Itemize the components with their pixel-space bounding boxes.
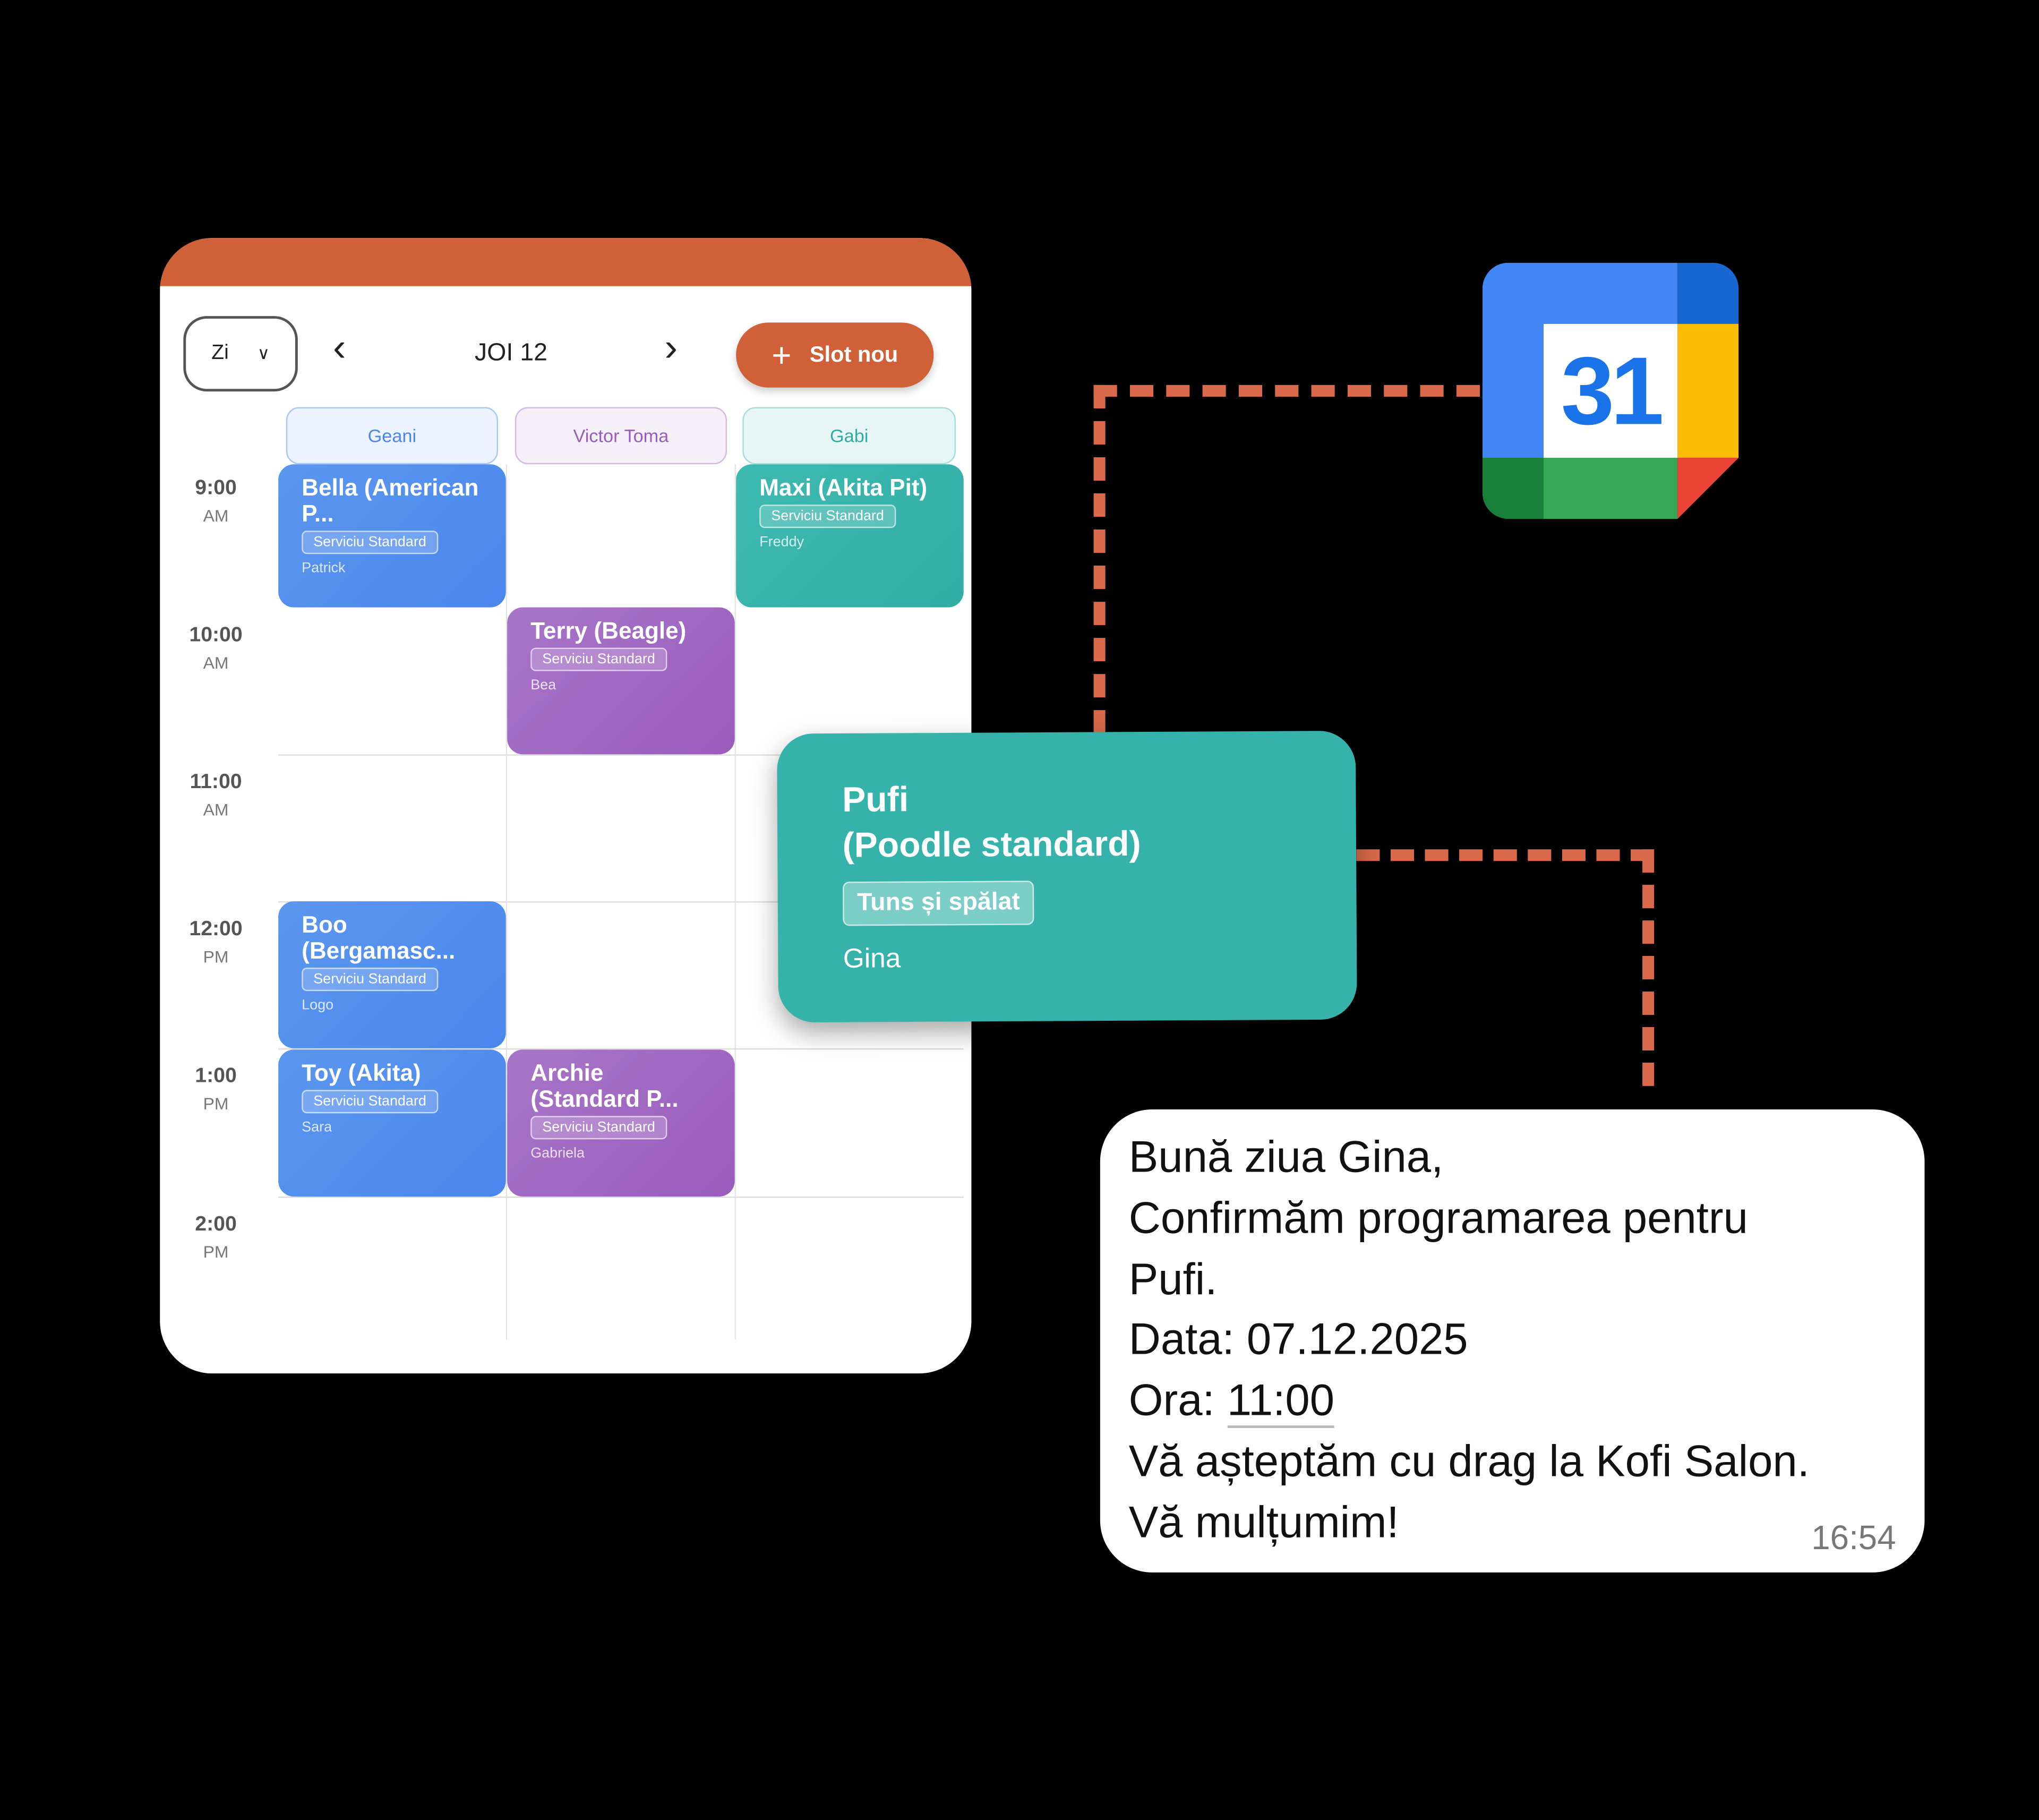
next-day-button[interactable]: › xyxy=(664,326,678,370)
new-slot-button[interactable]: + Slot nou xyxy=(736,322,934,388)
calendar-panel: Zi ∨ ‹ JOI 12 › + Slot nou Geani Victor … xyxy=(160,238,972,1374)
column-header-geani[interactable]: Geani xyxy=(286,407,498,465)
chevron-down-icon: ∨ xyxy=(257,343,270,363)
header-bar xyxy=(160,238,972,286)
google-calendar-icon: 31 xyxy=(1482,262,1739,519)
grid-line xyxy=(278,754,964,756)
calendar-day-number: 31 xyxy=(1561,337,1664,445)
column-divider xyxy=(734,464,736,1340)
column-divider xyxy=(506,464,508,1340)
pet-name: Pufi xyxy=(842,780,909,819)
column-header-gabi[interactable]: Gabi xyxy=(742,407,956,465)
view-select[interactable]: Zi ∨ xyxy=(183,316,298,392)
message-line: Pufi. xyxy=(1128,1254,1218,1304)
current-date: JOI 12 xyxy=(474,339,547,367)
pet-breed: (Poodle standard) xyxy=(842,824,1141,865)
service-badge: Tuns și spălat xyxy=(842,881,1035,926)
time-link[interactable]: 11:00 xyxy=(1227,1376,1335,1429)
column-header-victor-toma[interactable]: Victor Toma xyxy=(515,407,727,465)
message-line: Vă așteptăm cu drag la Kofi Salon. xyxy=(1128,1437,1810,1487)
chevron-right-icon: › xyxy=(664,326,678,370)
grid-line xyxy=(278,1197,964,1198)
confirmation-message: Bună ziua Gina, Confirmăm programarea pe… xyxy=(1100,1109,1925,1573)
connector-line xyxy=(1356,849,1655,1086)
appointment-popup[interactable]: Pufi (Poodle standard) Tuns și spălat Gi… xyxy=(777,730,1357,1023)
message-line: Confirmăm programarea pentru xyxy=(1128,1193,1748,1243)
chevron-left-icon: ‹ xyxy=(332,326,346,370)
message-timestamp: 16:54 xyxy=(1811,1517,1896,1557)
grid-line xyxy=(278,1048,964,1050)
message-line: Vă mulțumim! xyxy=(1128,1498,1399,1548)
view-select-value: Zi xyxy=(211,342,229,364)
message-line: Data: 07.12.2025 xyxy=(1128,1315,1468,1365)
connector-line xyxy=(1093,384,1480,734)
new-slot-label: Slot nou xyxy=(809,342,898,367)
prev-day-button[interactable]: ‹ xyxy=(332,326,346,370)
plus-icon: + xyxy=(772,335,792,374)
grid-line xyxy=(278,901,964,903)
owner-name: Gina xyxy=(843,944,901,975)
message-line: Bună ziua Gina, xyxy=(1128,1133,1444,1183)
message-line: Ora: 11:00 xyxy=(1129,1371,1896,1432)
